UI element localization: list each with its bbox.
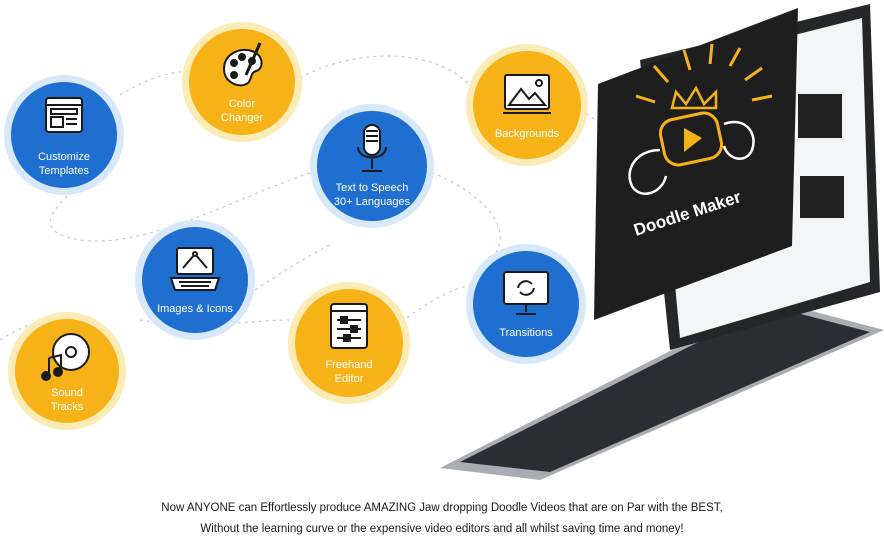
feature-freehand-editor: Freehand Editor [288, 282, 410, 404]
palette-brush-icon [222, 42, 263, 87]
feature-sound-tracks: Sound Tracks [8, 312, 126, 430]
feature-label: Transitions [499, 327, 553, 339]
sunburst-rays [635, 43, 773, 104]
muscle-arms-icon [628, 120, 755, 195]
tagline-line-2: Without the learning curve or the expens… [200, 523, 684, 535]
feature-backgrounds: Backgrounds [466, 44, 588, 166]
feature-label: Sound Tracks [50, 387, 84, 413]
feature-label: Freehand Editor [325, 359, 373, 385]
microphone-icon [357, 124, 387, 172]
feature-label: Backgrounds [494, 128, 560, 140]
browser-template-icon [45, 97, 83, 133]
landscape-picture-icon [503, 74, 551, 114]
sliders-window-icon [330, 303, 368, 349]
crown-icon [670, 85, 718, 110]
feature-label: Images & Icons [157, 303, 233, 315]
feature-customize-templates: Customize Templates [4, 75, 124, 195]
feature-label: Text to Speech 30+ Languages [333, 182, 411, 208]
feature-color-changer: Color Changer [182, 22, 302, 142]
feature-label: Customize Templates [38, 151, 90, 177]
laptop-illustration: Doodle Maker [440, 4, 884, 480]
tagline-line-1: Now ANYONE can Effortlessly produce AMAZ… [161, 502, 723, 514]
monitor-refresh-icon [503, 271, 549, 315]
music-disc-icon [41, 333, 90, 381]
feature-transitions: Transitions [466, 244, 586, 364]
feature-label: Color Changer [220, 98, 264, 124]
laptop-vector-icon [169, 247, 221, 291]
feature-text-to-speech: Text to Speech 30+ Languages [310, 104, 434, 228]
doodle-maker-panel [594, 8, 798, 320]
laptop-keyboard [460, 306, 870, 472]
play-badge-icon [658, 111, 724, 167]
feature-images-icons: Images & Icons [135, 220, 255, 340]
